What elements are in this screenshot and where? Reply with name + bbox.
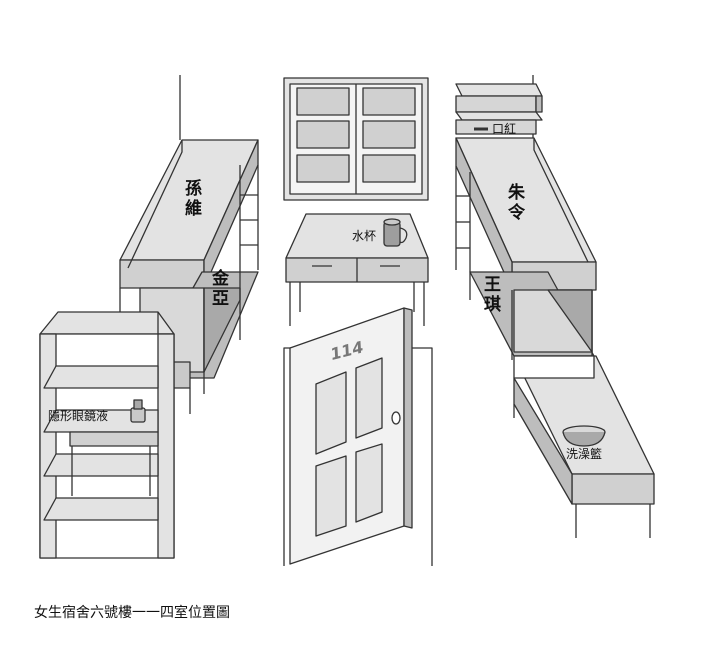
bunk-bed-right <box>455 137 655 538</box>
bookshelf <box>39 311 175 559</box>
bed-upper-left-label-2: 維 <box>185 198 202 219</box>
figure-caption: 女生宿舍六號樓一一四室位置圖 <box>34 605 230 621</box>
wash-basin-label: 洗澡籃 <box>566 446 602 461</box>
bed-upper-right-label-2: 令 <box>508 202 526 223</box>
wall-shelves <box>455 83 543 135</box>
lipstick-label: 口紅 <box>492 122 516 136</box>
bed-lower-right-label-1: 王 <box>484 275 501 295</box>
bed-upper-left-label-1: 孫 <box>185 178 202 199</box>
door <box>283 307 433 566</box>
contact-lens-label: 隱形眼鏡液 <box>48 408 108 423</box>
bed-lower-right-label-2: 琪 <box>484 294 501 315</box>
cup-label: 水杯 <box>352 229 376 243</box>
labels: 孫 維 金 亞 朱 令 王 琪 水杯 口紅 隱形眼鏡液 洗澡籃 114 <box>48 122 602 461</box>
bed-upper-right-label-1: 朱 <box>508 182 526 203</box>
wardrobe <box>283 77 429 201</box>
bed-lower-left-label-1: 金 <box>211 268 230 289</box>
table <box>285 213 429 326</box>
bed-lower-left-label-2: 亞 <box>212 289 229 309</box>
